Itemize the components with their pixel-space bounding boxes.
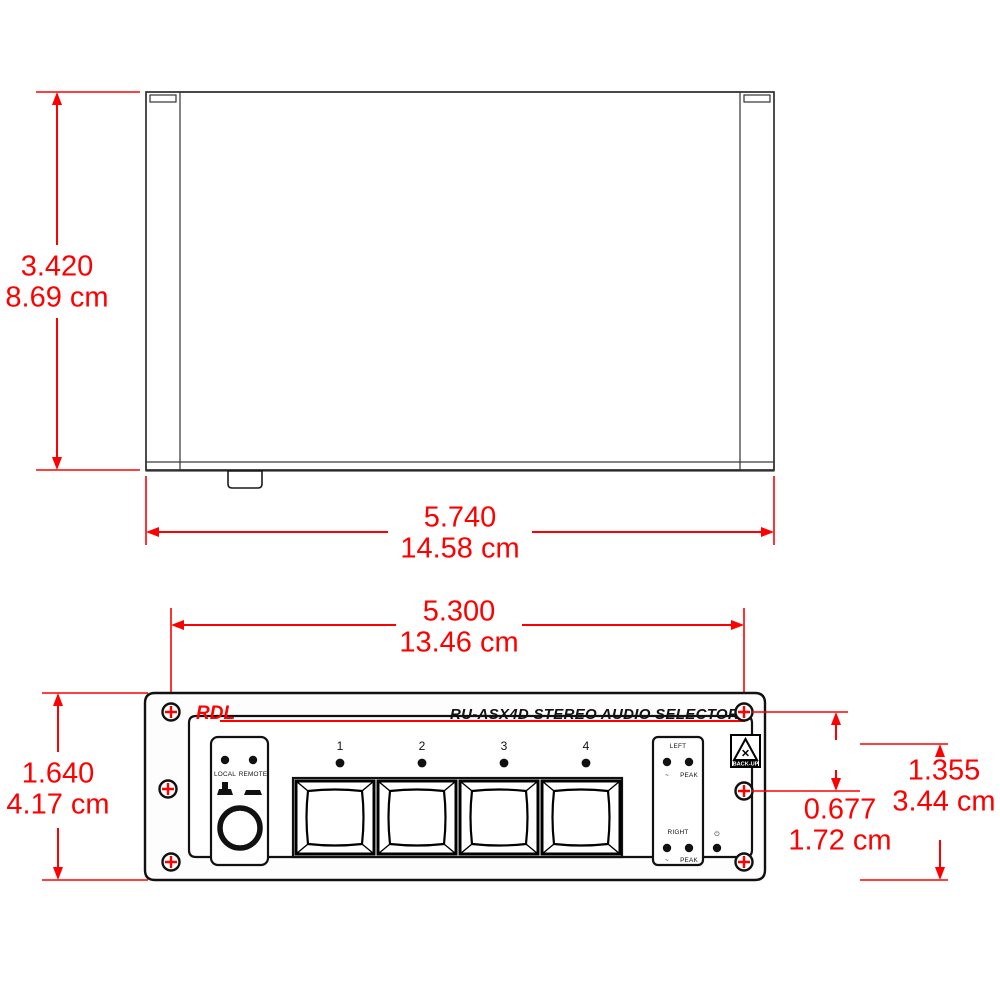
- dimension-top-height: 3.420 8.69 cm: [5, 91, 140, 471]
- left-signal-led-icon: [662, 757, 672, 767]
- left-peak-label: PEAK: [680, 772, 698, 779]
- button-4-led-icon: [581, 758, 591, 768]
- dimension-screw-spacing: 1.355 3.44 cm: [860, 743, 996, 881]
- arrowhead-up: [52, 92, 62, 105]
- button-3-cap[interactable]: [469, 788, 529, 847]
- select-button-4[interactable]: 4: [540, 739, 622, 856]
- left-peak-led-icon: [684, 757, 694, 767]
- button-4-number: 4: [583, 739, 590, 753]
- arrowhead-up: [831, 712, 841, 725]
- arrowhead-right: [761, 527, 774, 537]
- meter-left-label: LEFT: [670, 743, 686, 750]
- remote-led-icon: [248, 755, 258, 765]
- local-switch-icon[interactable]: [217, 782, 233, 795]
- dim-front-height-metric: 4.17 cm: [6, 789, 109, 821]
- local-led-icon: [220, 755, 230, 765]
- screw-icon[interactable]: [161, 852, 181, 872]
- screw-icon[interactable]: [734, 852, 754, 872]
- chassis-body: [145, 91, 775, 471]
- select-button-2[interactable]: 2: [376, 739, 458, 856]
- dim-top-width-metric: 14.58 cm: [400, 533, 519, 565]
- panel-title: RU-ASX4D STEREO AUDIO SELECTOR: [450, 706, 739, 723]
- select-button-1[interactable]: 1: [294, 739, 376, 856]
- meter-section: LEFT ~ PEAK RIGHT ~ PEAK: [651, 735, 705, 867]
- selector-buttons-group: 1 2: [291, 739, 624, 859]
- remote-switch-icon[interactable]: [244, 790, 262, 795]
- brand-logo: RDL: [196, 703, 235, 724]
- backup-text-band: [733, 760, 758, 767]
- dimension-front-height: 1.640 4.17 cm: [6, 692, 148, 881]
- arrowhead-down: [831, 778, 841, 791]
- button-3-led-icon: [499, 758, 509, 768]
- chassis-left-rail: [145, 91, 181, 471]
- dim-top-width-inches: 5.740: [424, 502, 497, 534]
- local-label: LOCAL: [214, 771, 236, 778]
- button-3-number: 3: [501, 739, 508, 753]
- button-4-cap[interactable]: [551, 788, 611, 847]
- arrowhead-right: [731, 620, 744, 630]
- dim-upper-offset-inches: 0.677: [804, 794, 877, 826]
- button-2-cap[interactable]: [387, 788, 447, 847]
- arrowhead-down: [52, 457, 62, 470]
- arrowhead-up: [53, 693, 63, 706]
- dimension-upper-offset: 0.677 1.72 cm: [752, 711, 892, 857]
- meter-right-label: RIGHT: [668, 829, 689, 836]
- dim-top-height-inches: 3.420: [21, 251, 94, 283]
- select-button-3[interactable]: 3: [458, 739, 540, 856]
- remote-label: REMOTE: [239, 771, 268, 778]
- backup-warning-group: BACK-UP: [730, 734, 761, 768]
- right-peak-label: PEAK: [680, 857, 698, 864]
- arrowhead-up: [935, 744, 945, 757]
- arrowhead-down: [53, 867, 63, 880]
- arrowhead-left: [171, 620, 184, 630]
- backup-label: BACK-UP: [733, 761, 759, 767]
- front-panel-group: RDL RU-ASX4D STEREO AUDIO SELECTOR LOCAL…: [143, 691, 767, 882]
- chassis-bottom-edge: [145, 461, 775, 472]
- arrowhead-left: [146, 527, 159, 537]
- screw-icon[interactable]: [734, 702, 754, 722]
- rail-top-slot-left: [149, 94, 177, 103]
- chassis-right-rail: [739, 91, 775, 471]
- dimension-top-width: 5.740 14.58 cm: [145, 476, 775, 565]
- left-signal-label: ~: [665, 772, 669, 779]
- dimension-front-width: 5.300 13.46 cm: [170, 596, 745, 712]
- mounting-screws-group: [158, 702, 754, 872]
- rotary-knob[interactable]: [217, 805, 263, 851]
- chassis-foot-tab: [227, 470, 263, 489]
- meter-panel: [651, 735, 705, 867]
- button-2-led-icon: [417, 758, 427, 768]
- screw-icon[interactable]: [734, 781, 754, 801]
- screw-icon[interactable]: [158, 779, 178, 799]
- power-led-icon: [712, 843, 722, 853]
- arrowhead-down: [935, 867, 945, 880]
- button-1-cap[interactable]: [305, 788, 365, 847]
- screw-icon[interactable]: [161, 702, 181, 722]
- dim-upper-offset-metric: 1.72 cm: [788, 825, 891, 857]
- dim-top-height-metric: 8.69 cm: [5, 282, 108, 314]
- top-view-group: [145, 91, 775, 489]
- warning-x-icon: [742, 749, 749, 757]
- power-icon: ⏻: [714, 831, 719, 838]
- dim-screw-spacing-metric: 3.44 cm: [892, 786, 995, 818]
- power-indicator-group: ⏻: [712, 831, 722, 853]
- rail-top-slot-right: [743, 94, 771, 103]
- button-2-number: 2: [419, 739, 426, 753]
- button-1-led-icon: [335, 758, 345, 768]
- dim-front-height-inches: 1.640: [22, 758, 95, 790]
- right-peak-led-icon: [684, 843, 694, 853]
- right-signal-led-icon: [662, 843, 672, 853]
- local-remote-section: LOCAL REMOTE: [209, 735, 270, 867]
- right-signal-label: ~: [665, 857, 669, 864]
- dim-front-width-inches: 5.300: [423, 596, 496, 628]
- dim-front-width-metric: 13.46 cm: [399, 627, 518, 659]
- dim-screw-spacing-inches: 1.355: [908, 755, 981, 787]
- button-1-number: 1: [337, 739, 344, 753]
